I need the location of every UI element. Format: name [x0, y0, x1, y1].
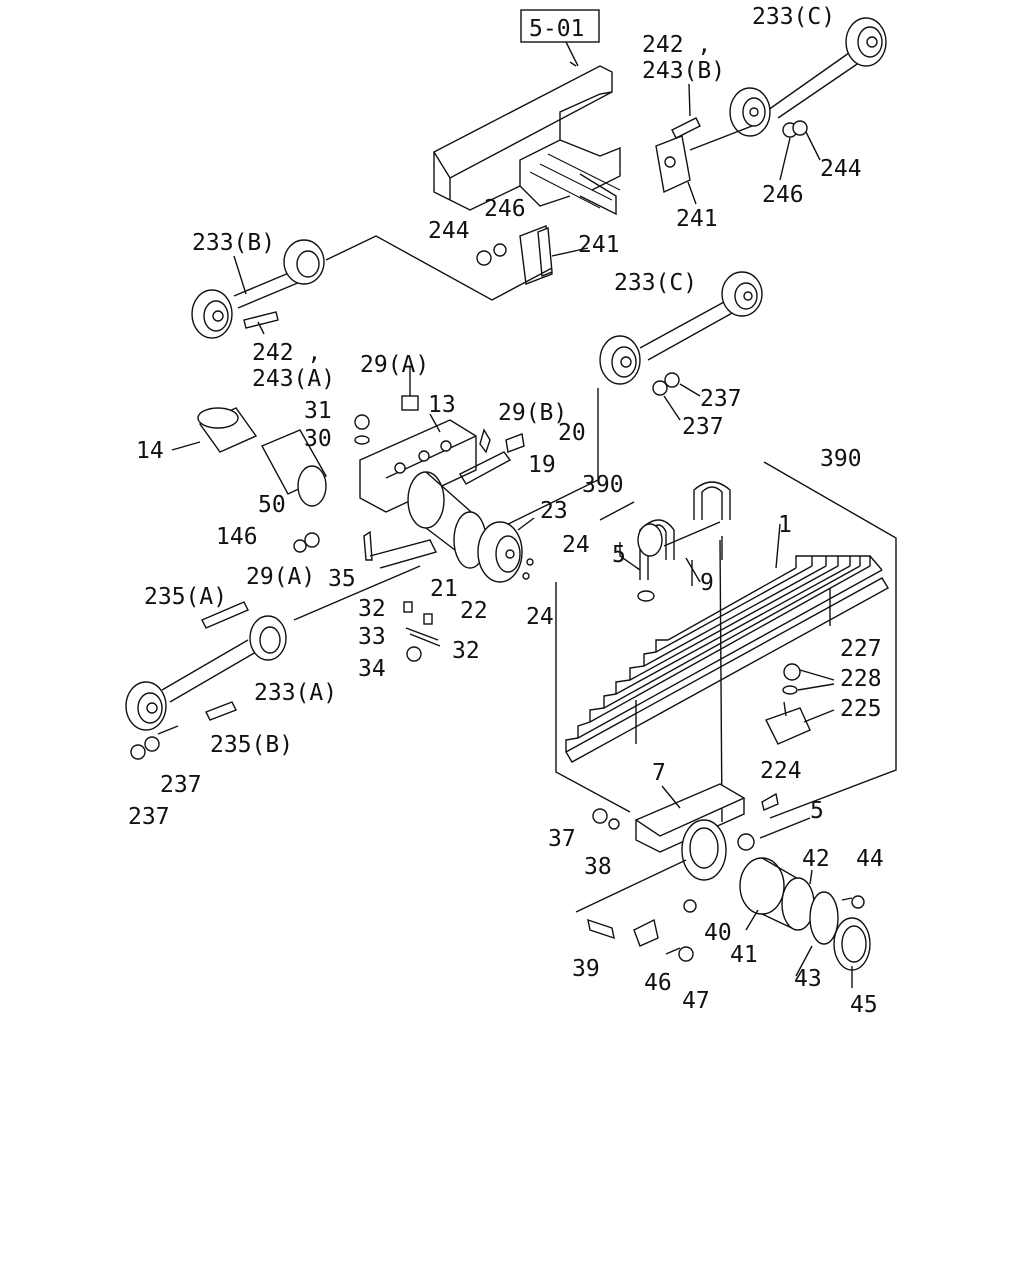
label-40: 40	[704, 920, 732, 946]
label-24-a: 24	[562, 532, 590, 558]
label-390-a: 390	[820, 446, 862, 472]
section-ref-box[interactable]	[520, 9, 600, 43]
u-bolts-9	[637, 481, 731, 823]
section-ref-label[interactable]: 5-01	[529, 16, 584, 42]
label-5-bot: 5	[810, 798, 824, 824]
label-390-b: 390	[582, 472, 624, 498]
label-39: 39	[572, 956, 600, 982]
label-34: 34	[358, 656, 386, 682]
label-233c-mid: 233(C)	[614, 270, 697, 296]
label-37: 37	[548, 826, 576, 852]
label-244-top: 244	[820, 156, 862, 182]
spring-seat-7	[592, 783, 811, 881]
bracket-241-mid	[476, 225, 589, 285]
label-31: 31	[304, 398, 332, 424]
label-33: 33	[358, 624, 386, 650]
label-235a: 235(A)	[144, 584, 227, 610]
label-227: 227	[840, 636, 882, 662]
callout-labels: 5-01 242 , 243(B) 233(C) 244 246 241 244…	[128, 4, 884, 1018]
label-225: 225	[840, 696, 882, 722]
fasteners-29-30-31	[293, 414, 534, 662]
label-29a-bot: 29(A)	[246, 564, 315, 590]
lower-parts-39-47	[575, 857, 871, 988]
bolt-242-243b	[671, 83, 701, 139]
leaf-spring-1	[565, 523, 889, 763]
label-23: 23	[540, 498, 568, 524]
label-233b: 233(B)	[192, 230, 275, 256]
nuts-244-246-top	[779, 120, 821, 181]
label-29b: 29(B)	[498, 400, 567, 426]
bracket-241-top	[655, 125, 753, 205]
label-233a: 233(A)	[254, 680, 337, 706]
torque-rod-233a	[125, 565, 421, 760]
label-237-r2: 237	[682, 414, 724, 440]
hub-21-22-23	[407, 471, 535, 583]
torque-rod-233c-top	[729, 17, 887, 137]
label-243a: 243(A)	[252, 366, 335, 392]
label-45: 45	[850, 992, 878, 1018]
label-24-b: 24	[526, 604, 554, 630]
torque-rod-233c-mid	[495, 271, 763, 531]
label-35: 35	[328, 566, 356, 592]
label-41: 41	[730, 942, 758, 968]
label-244-mid: 244	[428, 218, 470, 244]
label-246-mid: 246	[484, 196, 526, 222]
label-246-top: 246	[762, 182, 804, 208]
label-44: 44	[856, 846, 884, 872]
label-42: 42	[802, 846, 830, 872]
torque-rod-233b	[191, 235, 553, 339]
label-22: 22	[460, 598, 488, 624]
label-19: 19	[528, 452, 556, 478]
label-146: 146	[216, 524, 258, 550]
label-1: 1	[778, 512, 792, 538]
label-237-l1: 237	[160, 772, 202, 798]
label-241-mid: 241	[578, 232, 620, 258]
label-21: 21	[430, 576, 458, 602]
label-50: 50	[258, 492, 286, 518]
stopper-225	[765, 663, 835, 745]
label-43: 43	[794, 966, 822, 992]
trunnion-shaft-14	[171, 407, 327, 507]
spring-bracket-frame-390	[599, 501, 641, 571]
label-13: 13	[428, 392, 456, 418]
label-7: 7	[652, 760, 666, 786]
label-242-a: 242 ,	[252, 340, 321, 366]
label-5-top: 5	[612, 542, 626, 568]
label-38: 38	[584, 854, 612, 880]
label-32-a: 32	[358, 596, 386, 622]
label-233c-top: 233(C)	[752, 4, 835, 30]
label-14: 14	[136, 438, 164, 464]
label-243b: 243(B)	[642, 58, 725, 84]
label-30: 30	[304, 426, 332, 452]
label-9: 9	[700, 570, 714, 596]
label-46: 46	[644, 970, 672, 996]
chassis-frame	[433, 9, 621, 216]
label-224: 224	[760, 758, 802, 784]
label-241-top: 241	[676, 206, 718, 232]
label-20: 20	[558, 420, 586, 446]
label-47: 47	[682, 988, 710, 1014]
label-237-l2: 237	[128, 804, 170, 830]
label-237-r1: 237	[700, 386, 742, 412]
label-228: 228	[840, 666, 882, 692]
label-235b: 235(B)	[210, 732, 293, 758]
label-242-b: 242 ,	[642, 32, 711, 58]
label-29a-top: 29(A)	[360, 352, 429, 378]
spring-group-frame-390	[555, 461, 897, 819]
trunnion-bracket-13	[359, 366, 477, 513]
label-32-b: 32	[452, 638, 480, 664]
